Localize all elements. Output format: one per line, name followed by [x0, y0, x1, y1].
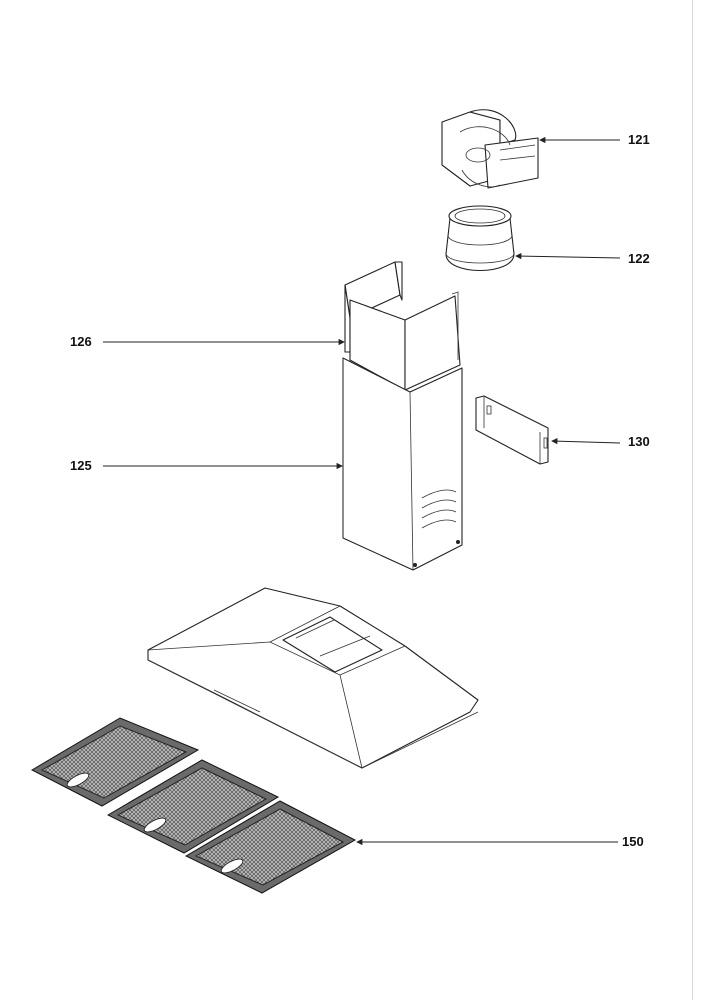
part-130-bracket [475, 395, 549, 465]
label-122: 122 [628, 251, 650, 266]
page-edge-line [692, 0, 693, 1000]
filter-panel-2 [106, 759, 280, 854]
label-121: 121 [628, 132, 650, 147]
filter-panel-3 [184, 800, 357, 894]
leader-130 [551, 438, 621, 445]
part-125-lower-chimney [342, 357, 463, 571]
leader-122 [515, 252, 621, 260]
part-150-grease-filters [30, 717, 357, 894]
label-126: 126 [70, 334, 92, 349]
part-121-damper-adapter [441, 109, 539, 189]
hood-canopy [147, 587, 479, 769]
label-150: 150 [622, 834, 644, 849]
part-126-upper-chimney [344, 261, 461, 391]
filter-panel-1 [30, 717, 200, 807]
label-130: 130 [628, 434, 650, 449]
label-125: 125 [70, 458, 92, 473]
part-122-duct-collar [445, 205, 515, 271]
